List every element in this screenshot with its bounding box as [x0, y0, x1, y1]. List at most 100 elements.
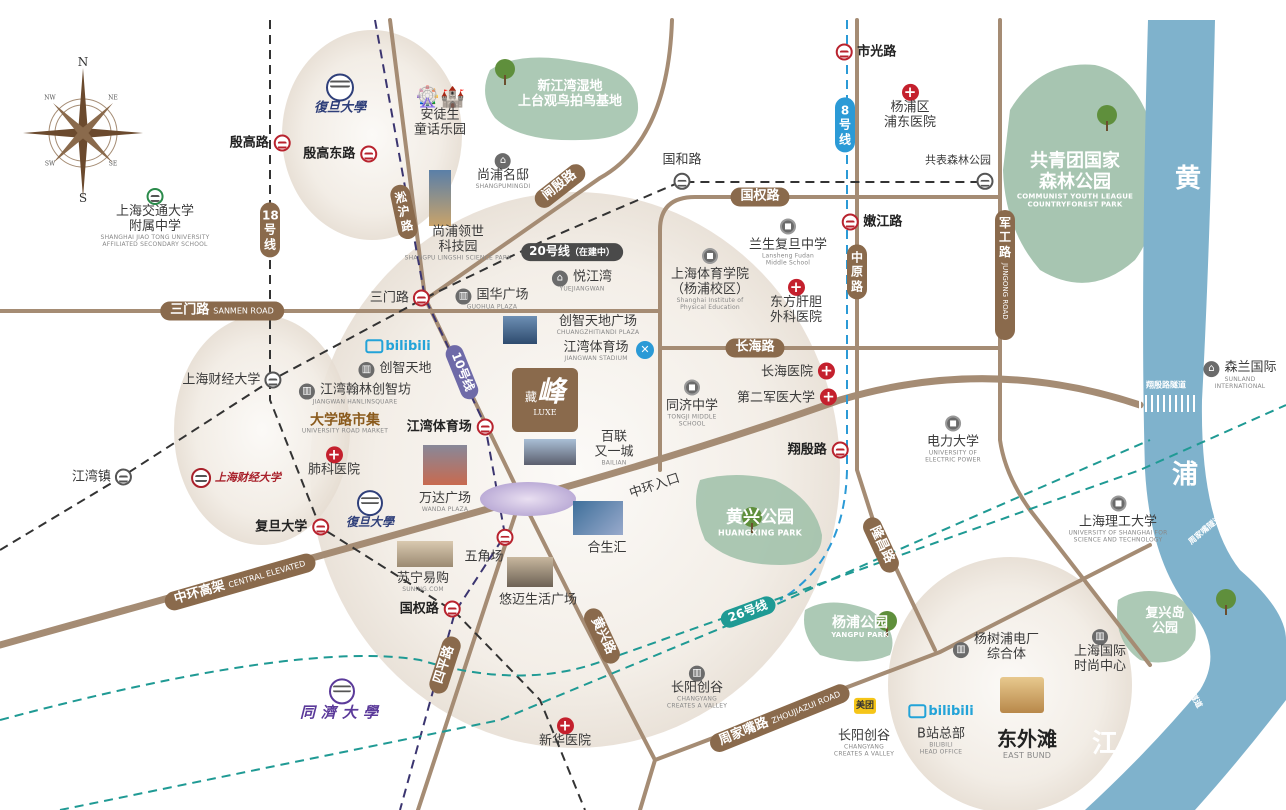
station-nenjiang[interactable]: 嫩江路	[841, 213, 902, 231]
station-yingao[interactable]: 殷高路	[230, 134, 291, 152]
station-shiguang[interactable]: 市光路	[835, 43, 897, 61]
school-icon	[1109, 495, 1126, 512]
luxe-logo-en: LUXE	[533, 408, 557, 418]
station-sanmen[interactable]: 三门路	[370, 289, 431, 307]
sufe-logo-text: 上海财经大学	[214, 471, 281, 484]
river-label-2: 浦	[1171, 460, 1199, 491]
metro-icon	[496, 528, 514, 546]
poi-hesheng[interactable]: 合生汇	[587, 540, 627, 556]
line-20-badge: 20号线（在建中）	[521, 243, 623, 261]
home-icon: ⌂	[551, 270, 568, 287]
hospital-icon: +	[787, 278, 805, 296]
luxe-logo-char1: 藏	[524, 390, 537, 404]
fudan-university-logo-2: 復旦大學	[346, 490, 394, 530]
hospital-icon: +	[901, 83, 919, 101]
poi-yuejiangwan-name: 悦江湾	[573, 269, 613, 285]
road-jungong-zh: 军工路	[998, 216, 1011, 259]
metro-icon	[841, 213, 859, 231]
poi-changhai-hospital[interactable]: 长海医院 +	[761, 362, 836, 381]
luxe-project-logo[interactable]: 藏峰 LUXE	[512, 368, 578, 432]
metro-icon	[359, 145, 377, 163]
poi-sjtu-school[interactable]: 上海交通大学 附属中学 SHANGHAI JIAO TONG UNIVERSIT…	[101, 187, 210, 249]
station-guohe-icon[interactable]	[673, 172, 691, 190]
building-icon: ▥	[358, 362, 375, 378]
station-gongbiao-icon[interactable]	[976, 172, 994, 190]
poi-changyang2-name: 长阳创谷	[837, 728, 891, 744]
poi-sjtu-school-en2: AFFILIATED SECONDARY SCHOOL	[102, 241, 208, 249]
metro-icon	[673, 172, 691, 190]
poi-suning-name: 苏宁易购	[396, 571, 450, 587]
station-yingao-east[interactable]: 殷高东路	[303, 145, 377, 163]
station-wujiaochang-icon[interactable]	[496, 528, 514, 546]
poi-power-plant-name2: 综合体	[987, 647, 1027, 662]
poi-dongfang-hospital[interactable]: +东方肝胆外科医院	[770, 278, 822, 326]
station-jiangwan-stadium[interactable]: 江湾体育场	[407, 418, 494, 436]
poi-smmu[interactable]: 第二军医大学 +	[737, 388, 838, 407]
poi-chuangzhi[interactable]: ▥ 创智天地	[358, 358, 432, 378]
compass-se: SE	[108, 160, 118, 168]
station-xiangyin[interactable]: 翔殷路	[787, 441, 849, 459]
poi-sport-name1: 上海体育学院	[670, 267, 750, 283]
poi-lingshi-en: SHANGPU LINGSHI SCIENCE PARK	[404, 254, 512, 262]
building-icon: ▥	[952, 642, 969, 659]
station-guohe-label: 国和路	[662, 152, 702, 168]
poi-usst-en1: UNIVERSITY OF SHANGHAI FOR	[1068, 529, 1168, 537]
poi-usst-name: 上海理工大学	[1078, 514, 1158, 530]
poi-pudong-hospital[interactable]: +杨浦区浦东医院	[884, 83, 936, 131]
station-fudan[interactable]: 复旦大学	[255, 518, 329, 536]
chuangzhi-building-image	[503, 316, 537, 344]
poi-lansheng-name: 兰生复旦中学	[748, 237, 828, 253]
metro-icon	[476, 418, 494, 436]
station-guoquan[interactable]: 国权路	[400, 600, 461, 618]
poi-changyang1-en1: CHANGYANG	[677, 695, 717, 703]
station-jiangwan-town[interactable]: 江湾镇	[71, 468, 133, 486]
river-label-3: 江	[1091, 729, 1119, 760]
station-jiangwan-town-label: 江湾镇	[71, 469, 111, 485]
poi-chuangzhi-plaza-name: 创智天地广场	[558, 314, 638, 330]
poi-fashion-name1: 上海国际	[1073, 644, 1127, 660]
tunnel-crossings	[1139, 395, 1195, 412]
park-fuxing-island[interactable]: 复兴岛公园	[1145, 606, 1184, 637]
poi-feike-hospital[interactable]: +肺科医院	[308, 445, 360, 478]
poi-xinhua-hospital[interactable]: +新华医院	[539, 716, 591, 749]
poi-youmai[interactable]: 悠迈生活广场	[498, 592, 578, 608]
poi-andersen-park[interactable]: 🎡🏰 安徒生 童话乐园	[414, 85, 466, 139]
station-sufe[interactable]: 上海财经大学	[182, 371, 282, 389]
poi-power-plant[interactable]: ▥ 杨树浦电厂综合体	[952, 632, 1039, 663]
school-icon	[701, 247, 718, 264]
park-xinjiangwan-wetland[interactable]: 新江湾湿地上台观鸟拍鸟基地	[518, 79, 622, 110]
poi-changyang1-en2: CREATES A VALLEY	[666, 702, 728, 710]
station-shiguang-label: 市光路	[857, 44, 897, 60]
station-wujiaochang-label: 五角场	[464, 549, 504, 565]
park-forest-name1: 共青团国家	[1030, 150, 1120, 172]
poi-fashion-center[interactable]: ▥上海国际时尚中心	[1074, 625, 1126, 675]
station-xiangyin-label: 翔殷路	[787, 442, 827, 458]
station-fudan-label: 复旦大学	[255, 519, 308, 535]
poi-chuangzhi-plaza-en: CHUANGZHITIANDI PLAZA	[556, 329, 640, 337]
